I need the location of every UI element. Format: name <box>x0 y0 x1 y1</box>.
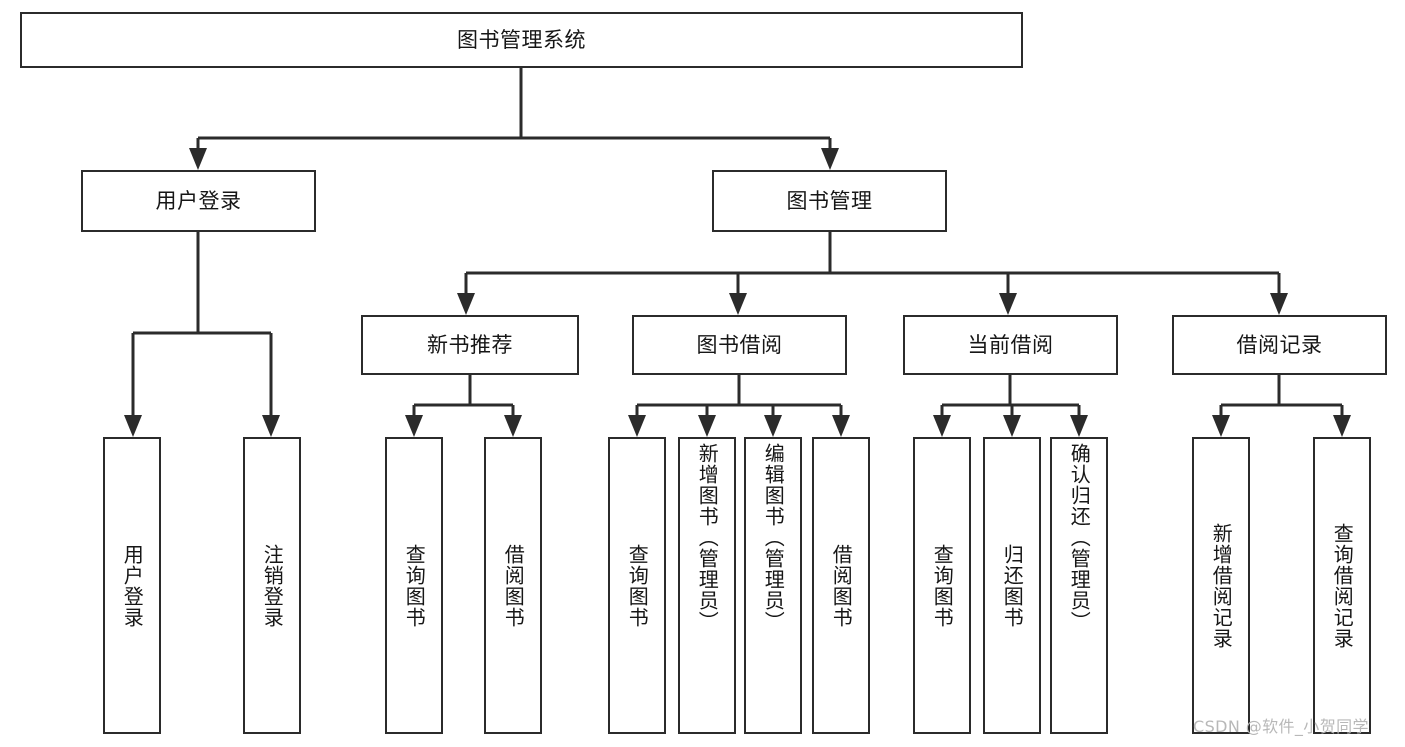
node-level3-0[interactable]: 新书推荐 <box>361 315 579 375</box>
node-root-0[interactable]: 图书管理系统 <box>20 12 1023 68</box>
node-label: 查询图书 <box>930 543 955 628</box>
node-label: 新书推荐 <box>427 332 513 357</box>
node-label: 图书管理系统 <box>457 27 586 52</box>
node-level2-0[interactable]: 用户登录 <box>81 170 316 232</box>
node-leaf-10[interactable]: 确认归还（管理员） <box>1050 437 1108 734</box>
node-label: 图书管理 <box>786 188 873 213</box>
node-leaf-8[interactable]: 查询图书 <box>913 437 971 734</box>
node-leaf-5[interactable]: 新增图书（管理员） <box>678 437 736 734</box>
node-leaf-3[interactable]: 借阅图书 <box>484 437 542 734</box>
node-leaf-4[interactable]: 查询图书 <box>608 437 666 734</box>
node-leaf-11[interactable]: 新增借阅记录 <box>1192 437 1250 734</box>
node-label: 图书借阅 <box>696 332 783 357</box>
node-label: 查询借阅记录 <box>1330 522 1355 649</box>
node-label: 编辑图书（管理员） <box>761 443 786 632</box>
node-label: 用户登录 <box>155 188 242 213</box>
node-label: 新增图书（管理员） <box>695 443 720 632</box>
node-label: 用户登录 <box>120 543 145 628</box>
node-label: 归还图书 <box>1000 543 1025 628</box>
node-label: 查询图书 <box>625 543 650 628</box>
node-leaf-7[interactable]: 借阅图书 <box>812 437 870 734</box>
node-level2-1[interactable]: 图书管理 <box>712 170 947 232</box>
node-leaf-2[interactable]: 查询图书 <box>385 437 443 734</box>
node-label: 借阅记录 <box>1236 332 1323 357</box>
node-label: 借阅图书 <box>829 543 854 628</box>
node-leaf-0[interactable]: 用户登录 <box>103 437 161 734</box>
node-level3-3[interactable]: 借阅记录 <box>1172 315 1387 375</box>
node-label: 确认归还（管理员） <box>1067 443 1092 632</box>
node-leaf-9[interactable]: 归还图书 <box>983 437 1041 734</box>
node-leaf-12[interactable]: 查询借阅记录 <box>1313 437 1371 734</box>
node-level3-2[interactable]: 当前借阅 <box>903 315 1118 375</box>
node-leaf-6[interactable]: 编辑图书（管理员） <box>744 437 802 734</box>
node-label: 借阅图书 <box>501 543 526 628</box>
node-label: 新增借阅记录 <box>1209 522 1234 649</box>
node-level3-1[interactable]: 图书借阅 <box>632 315 847 375</box>
node-leaf-1[interactable]: 注销登录 <box>243 437 301 734</box>
node-label: 注销登录 <box>260 543 285 628</box>
node-label: 查询图书 <box>402 543 427 628</box>
node-label: 当前借阅 <box>967 332 1054 357</box>
